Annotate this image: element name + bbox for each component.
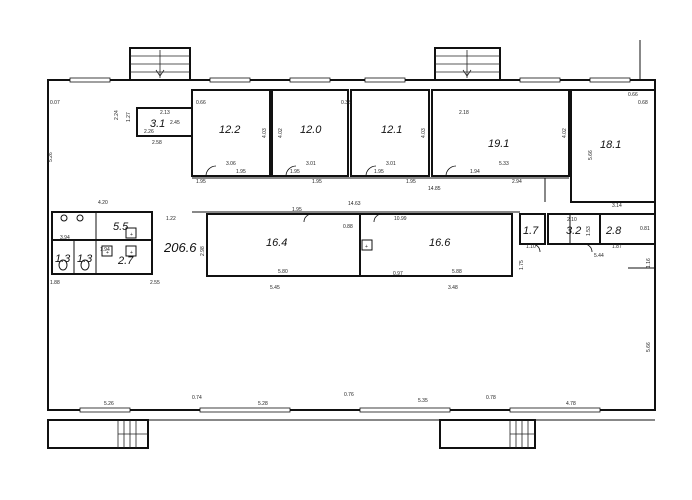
room-area: 3.1 [150,118,165,130]
svg-text:3.48: 3.48 [448,285,458,291]
room-area: 1.3 [77,253,93,265]
room-area: 1.3 [55,253,71,265]
svg-text:1.95: 1.95 [292,207,302,213]
svg-text:0.81: 0.81 [640,226,650,232]
svg-text:2.13: 2.13 [160,110,170,116]
svg-text:2.98: 2.98 [200,246,206,256]
svg-text:1.94: 1.94 [470,169,480,175]
room-area: 1.7 [523,225,539,237]
stair-bay-right-treads [435,50,500,78]
svg-text:+: + [130,232,133,238]
room-area: 5.5 [113,221,129,233]
room-area: 16.4 [266,237,287,249]
svg-text:5.66: 5.66 [588,150,594,160]
svg-text:3.06: 3.06 [226,161,236,167]
svg-text:1.95: 1.95 [290,169,300,175]
svg-text:+: + [106,250,109,256]
svg-text:1.88: 1.88 [50,280,60,286]
svg-text:14.85: 14.85 [428,186,441,192]
svg-text:5.28: 5.28 [258,401,268,407]
middle-rooms: + [206,213,513,277]
svg-text:0.66: 0.66 [196,100,206,106]
room-area: 16.6 [429,237,451,249]
room-area: 3.2 [566,225,581,237]
svg-text:2.26: 2.26 [144,129,154,135]
svg-text:5.26: 5.26 [104,401,114,407]
entrance-bay-left-steps [117,420,148,448]
room-area: 19.1 [488,138,509,150]
svg-text:0.66: 0.66 [628,92,638,98]
svg-text:1.22: 1.22 [166,216,176,222]
room-area: 206.6 [163,240,197,255]
svg-text:1.95: 1.95 [196,179,206,185]
svg-text:1.10: 1.10 [526,244,536,250]
room-area: 18.1 [600,139,621,151]
room-area: 12.0 [300,124,322,136]
svg-text:5.80: 5.80 [278,269,288,275]
svg-text:4.03: 4.03 [262,128,268,138]
svg-text:5.66: 5.66 [646,342,652,352]
svg-text:2.58: 2.58 [152,140,162,146]
svg-text:2.45: 2.45 [170,120,180,126]
svg-text:2.94: 2.94 [512,179,522,185]
svg-text:3.01: 3.01 [386,161,396,167]
svg-text:+: + [130,250,133,256]
svg-text:14.63: 14.63 [348,201,361,207]
dimension-labels: 0.07 5.26 4.20 2.24 1.27 2.13 2.45 2.26 … [48,92,652,407]
svg-text:1.95: 1.95 [374,169,384,175]
svg-text:0.35: 0.35 [341,100,351,106]
svg-text:0.97: 0.97 [393,271,403,277]
svg-text:1.53: 1.53 [586,226,592,236]
svg-text:0.88: 0.88 [343,224,353,230]
svg-text:1.95: 1.95 [406,179,416,185]
right-small-rooms [519,213,656,269]
doors [205,165,593,253]
room-area: 12.2 [219,124,240,136]
top-windows [69,77,631,83]
room-area: 2.7 [117,255,134,267]
office-row-top [136,89,656,203]
stair-bay-left-treads [130,50,190,78]
svg-text:10.99: 10.99 [394,216,407,222]
svg-text:1.95: 1.95 [312,179,322,185]
svg-text:+: + [365,244,368,250]
room-area: 12.1 [381,124,402,136]
svg-text:4.20: 4.20 [98,200,108,206]
svg-text:0.68: 0.68 [638,100,648,106]
svg-text:2.55: 2.55 [150,280,160,286]
svg-text:1.87: 1.87 [612,244,622,250]
svg-text:4.02: 4.02 [278,128,284,138]
sanitary-block: + + + [51,211,153,275]
svg-text:5.88: 5.88 [452,269,462,275]
svg-text:0.74: 0.74 [192,395,202,401]
svg-text:0.78: 0.78 [486,395,496,401]
bottom-windows [79,407,601,413]
svg-text:4.03: 4.03 [421,128,427,138]
svg-text:0.07: 0.07 [50,100,60,106]
svg-text:4.02: 4.02 [562,128,568,138]
svg-text:1.27: 1.27 [126,112,132,122]
svg-text:4.78: 4.78 [566,401,576,407]
room-area: 2.8 [605,225,622,237]
svg-text:5.26: 5.26 [48,152,54,162]
svg-text:3.14: 3.14 [612,203,622,209]
svg-text:2.18: 2.18 [459,110,469,116]
svg-text:3.94: 3.94 [60,235,70,241]
svg-text:5.44: 5.44 [594,253,604,259]
svg-text:1.95: 1.95 [236,169,246,175]
entrance-bay-right-steps [509,420,535,448]
exterior-wall-top-right [639,40,655,81]
svg-text:5.45: 5.45 [270,285,280,291]
svg-text:5.35: 5.35 [418,398,428,404]
svg-text:1.94: 1.94 [100,247,110,253]
svg-text:3.01: 3.01 [306,161,316,167]
svg-text:5.33: 5.33 [499,161,509,167]
svg-text:2.24: 2.24 [114,110,120,120]
svg-text:1.16: 1.16 [646,258,652,268]
svg-text:1.75: 1.75 [519,260,525,270]
svg-text:2.10: 2.10 [567,217,577,223]
svg-text:0.76: 0.76 [344,392,354,398]
room-areas: 3.1 12.2 12.0 12.1 19.1 18.1 5.5 206.6 1… [55,118,622,267]
